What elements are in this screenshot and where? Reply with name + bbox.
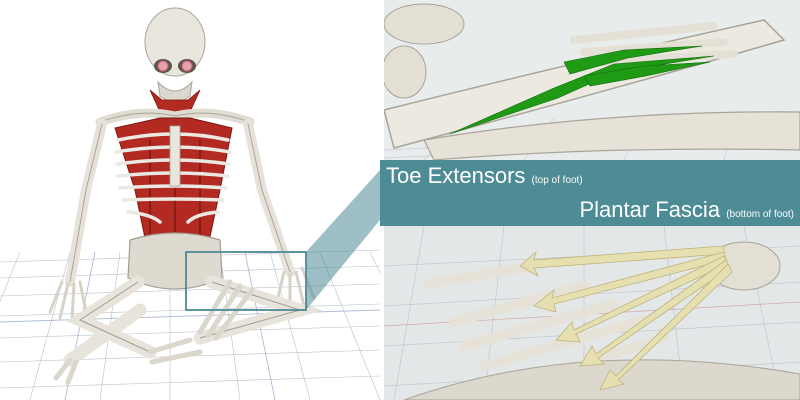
plantar-fascia-illustration: [384, 226, 800, 400]
toe-extensors-view: [384, 0, 800, 160]
toe-extensors-title: Toe Extensors: [386, 163, 526, 188]
plantar-fascia-view: [384, 226, 800, 400]
skeleton-illustration: [0, 7, 380, 400]
plantar-fascia-caption: Plantar Fascia (bottom of foot): [579, 197, 794, 223]
toe-extensors-illustration: [384, 3, 800, 160]
green-extensor-tendons: [449, 45, 715, 135]
plantar-fascia-title: Plantar Fascia: [579, 197, 721, 222]
skeleton-panel: [0, 0, 380, 400]
zoom-connector: [306, 170, 380, 310]
skull: [144, 7, 206, 103]
caption-band: [380, 160, 800, 226]
plantar-fascia-arrows: [519, 245, 733, 391]
toe-extensors-caption: Toe Extensors (top of foot): [386, 163, 583, 189]
toe-extensors-note: (top of foot): [531, 175, 583, 186]
plantar-fascia-note: (bottom of foot): [726, 209, 794, 220]
